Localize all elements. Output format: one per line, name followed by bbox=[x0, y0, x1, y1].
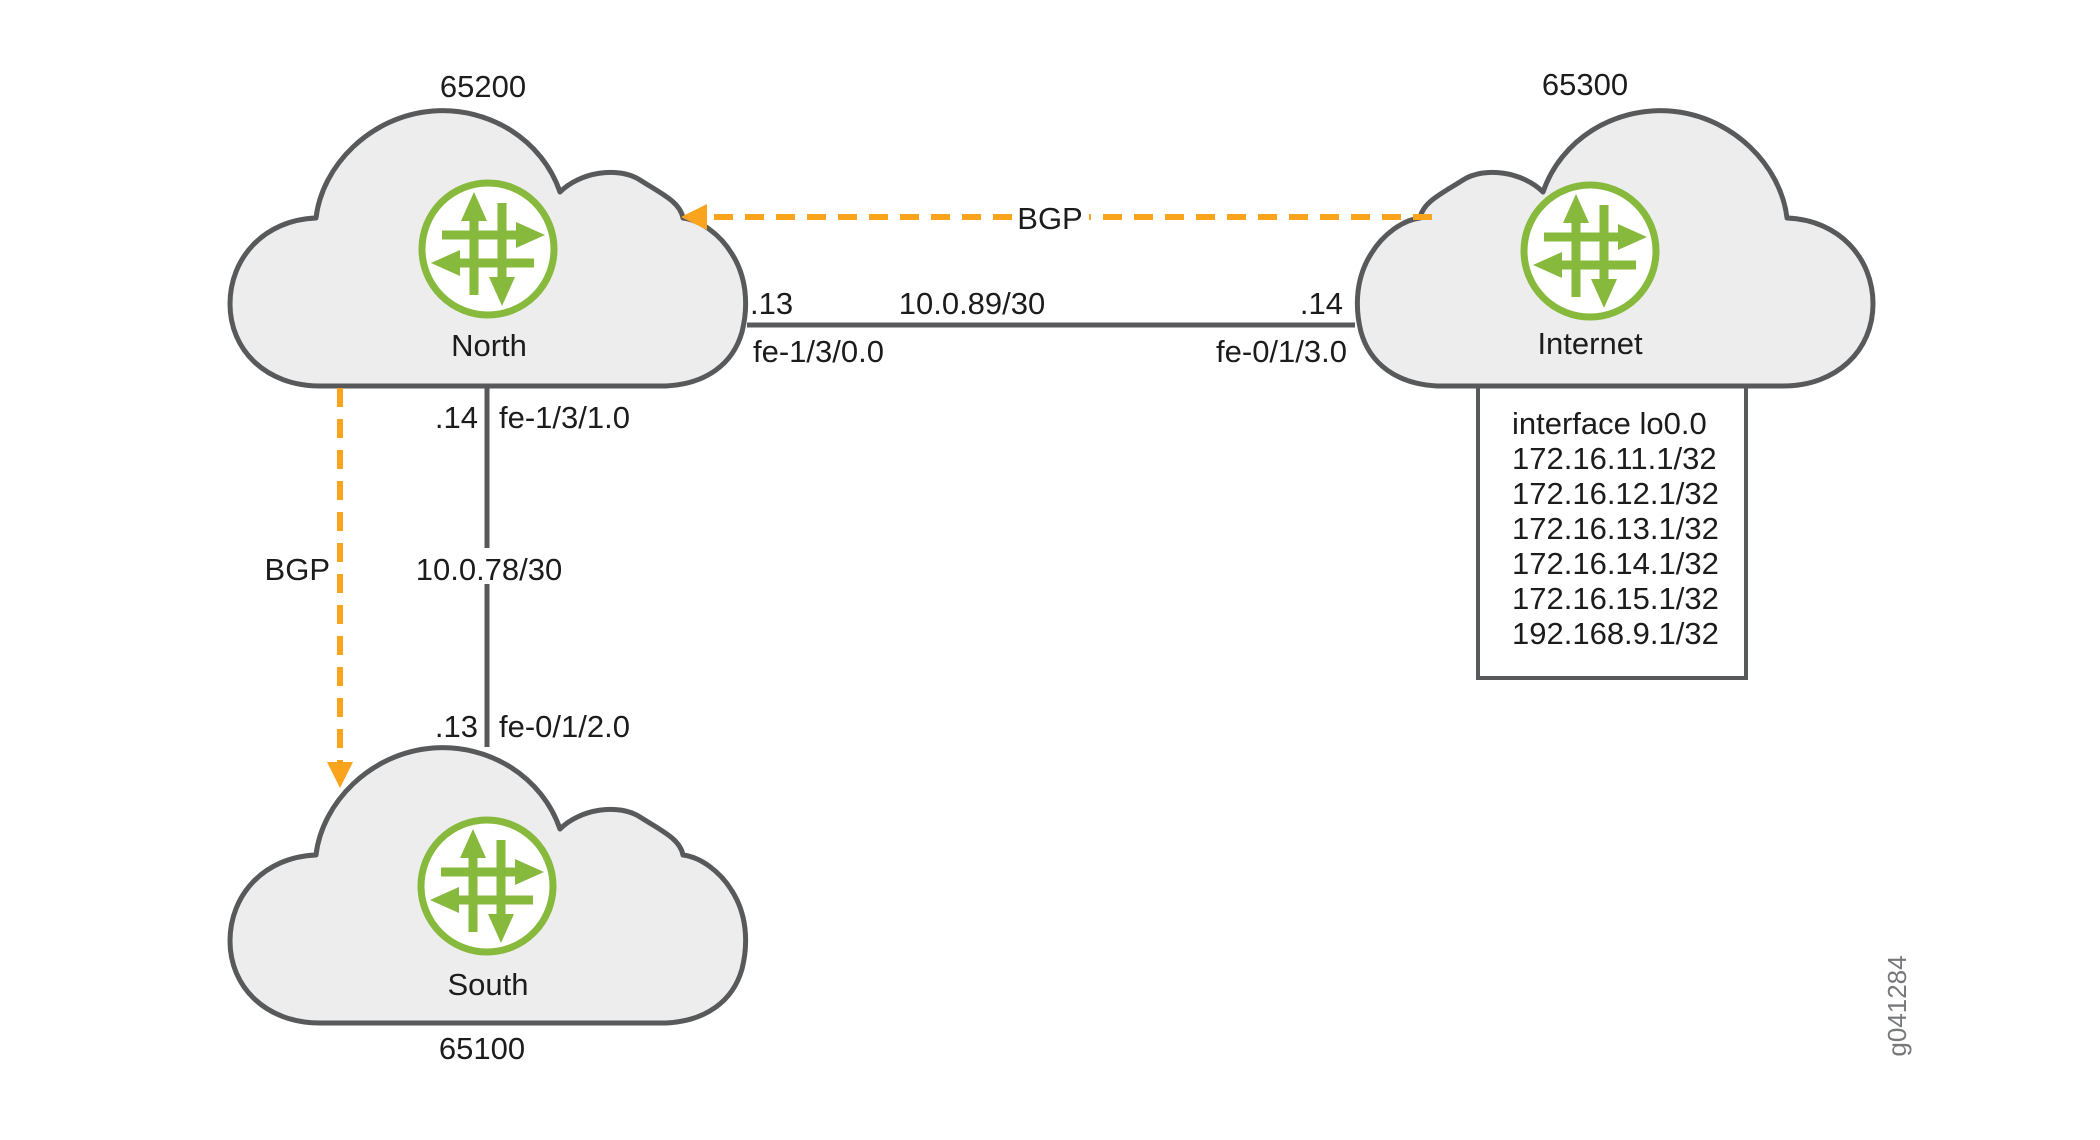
loopback-address: 172.16.15.1/32 bbox=[1512, 581, 1719, 616]
as-label-north: 65200 bbox=[440, 69, 526, 104]
bgp-label-vertical: BGP bbox=[265, 552, 330, 587]
link-addr-north-side: .13 bbox=[750, 286, 793, 321]
link-addr-south-top: .13 bbox=[435, 709, 478, 744]
router-icon bbox=[422, 183, 554, 315]
link-intf-north-bottom: fe-1/3/1.0 bbox=[499, 400, 630, 435]
router-icon bbox=[1524, 185, 1656, 317]
link-addr-north-bottom: .14 bbox=[435, 400, 478, 435]
cloud-name-south: South bbox=[447, 967, 528, 1002]
loopback-address: 172.16.12.1/32 bbox=[1512, 476, 1719, 511]
loopback-address: 172.16.13.1/32 bbox=[1512, 511, 1719, 546]
as-label-internet: 65300 bbox=[1542, 67, 1628, 102]
as-label-south: 65100 bbox=[439, 1031, 525, 1066]
arrowhead-down-icon bbox=[327, 762, 353, 788]
bgp-arrow-internet-to-north bbox=[681, 204, 1432, 230]
bgp-arrow-north-to-south bbox=[327, 388, 353, 788]
loopback-address: 192.168.9.1/32 bbox=[1512, 616, 1719, 651]
link-subnet-north-internet: 10.0.89/30 bbox=[899, 286, 1046, 321]
loopback-box: interface lo0.0 172.16.11.1/32 172.16.12… bbox=[1476, 382, 1748, 680]
arrowhead-left-icon bbox=[681, 204, 707, 230]
link-intf-internet-side: fe-0/1/3.0 bbox=[1216, 334, 1347, 369]
link-intf-north-side: fe-1/3/0.0 bbox=[753, 334, 884, 369]
loopback-box-frame bbox=[1476, 382, 1748, 680]
router-icon bbox=[421, 820, 553, 952]
loopback-address: 172.16.14.1/32 bbox=[1512, 546, 1719, 581]
loopback-box-title: interface lo0.0 bbox=[1512, 406, 1707, 441]
link-intf-south-top: fe-0/1/2.0 bbox=[499, 709, 630, 744]
cloud-name-north: North bbox=[451, 328, 527, 363]
link-addr-internet-side: .14 bbox=[1300, 286, 1343, 321]
loopback-address: 172.16.11.1/32 bbox=[1512, 441, 1717, 476]
link-subnet-north-south: 10.0.78/30 bbox=[416, 552, 563, 587]
figure-id-label: g041284 bbox=[1882, 955, 1912, 1056]
bgp-label-horizontal: BGP bbox=[1017, 201, 1082, 236]
cloud-name-internet: Internet bbox=[1537, 326, 1643, 361]
subnet-label-backplate bbox=[410, 548, 568, 584]
